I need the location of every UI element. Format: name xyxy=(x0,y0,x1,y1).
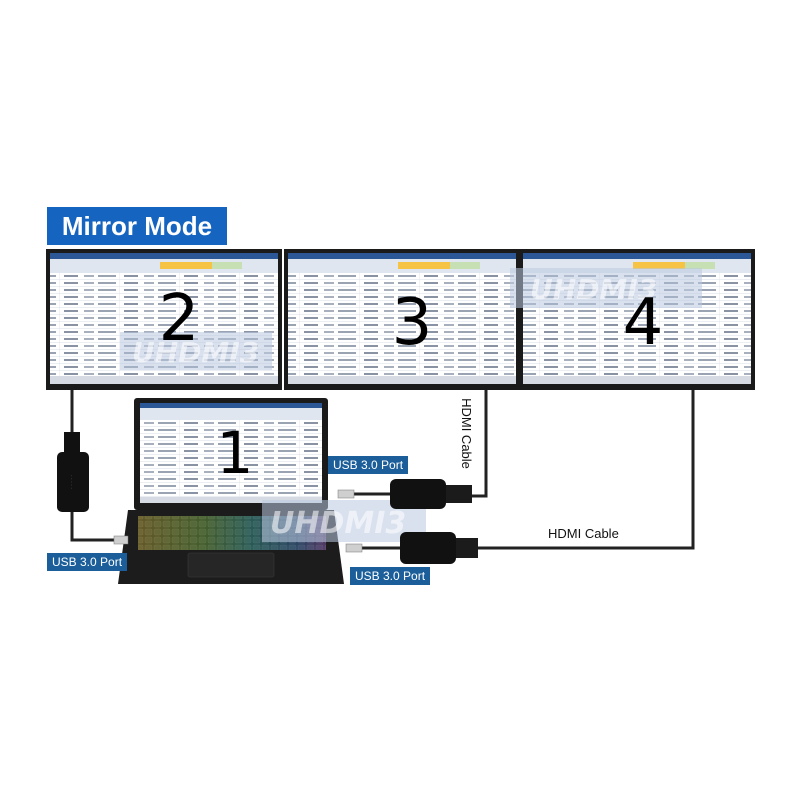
title-bar xyxy=(523,253,751,259)
taskbar xyxy=(288,376,516,384)
usb-port-label-left: USB 3.0 Port xyxy=(47,553,127,571)
title-bar xyxy=(288,253,516,259)
taskbar xyxy=(523,376,751,384)
adapter-left: · · · · · xyxy=(57,432,128,544)
usb-port-label-lower: USB 3.0 Port xyxy=(350,567,430,585)
usb-plug xyxy=(338,490,354,498)
laptop-1: 1 UHDMI3 xyxy=(118,398,426,584)
monitor-number: 4 xyxy=(623,286,664,360)
hdmi-cable-horizontal xyxy=(478,390,693,548)
hdmi-cable-label-vertical: HDMI Cable xyxy=(459,398,474,469)
title-bar xyxy=(140,403,322,408)
touchpad xyxy=(188,553,274,577)
watermark: UHDMI3 xyxy=(270,506,406,541)
usb-plug xyxy=(114,536,128,544)
usb-plug xyxy=(346,544,362,552)
hdmi-cable-vertical xyxy=(472,390,486,496)
title-bar xyxy=(50,253,278,259)
monitor-3: 3 xyxy=(284,249,520,390)
taskbar xyxy=(50,376,278,384)
monitor-number: 2 xyxy=(159,282,200,356)
mode-title: Mirror Mode xyxy=(47,207,227,245)
monitor-2: UHDMI3 2 xyxy=(46,249,282,390)
laptop-number: 1 xyxy=(217,419,254,487)
usb-port-label-upper: USB 3.0 Port xyxy=(328,456,408,474)
svg-text:· · · · ·: · · · · · xyxy=(69,475,75,489)
monitor-4: UHDMI3 4 xyxy=(510,249,755,390)
usb-cable-left xyxy=(72,512,115,540)
hdmi-cable-label-horizontal: HDMI Cable xyxy=(548,526,619,541)
monitor-number: 3 xyxy=(392,286,433,360)
